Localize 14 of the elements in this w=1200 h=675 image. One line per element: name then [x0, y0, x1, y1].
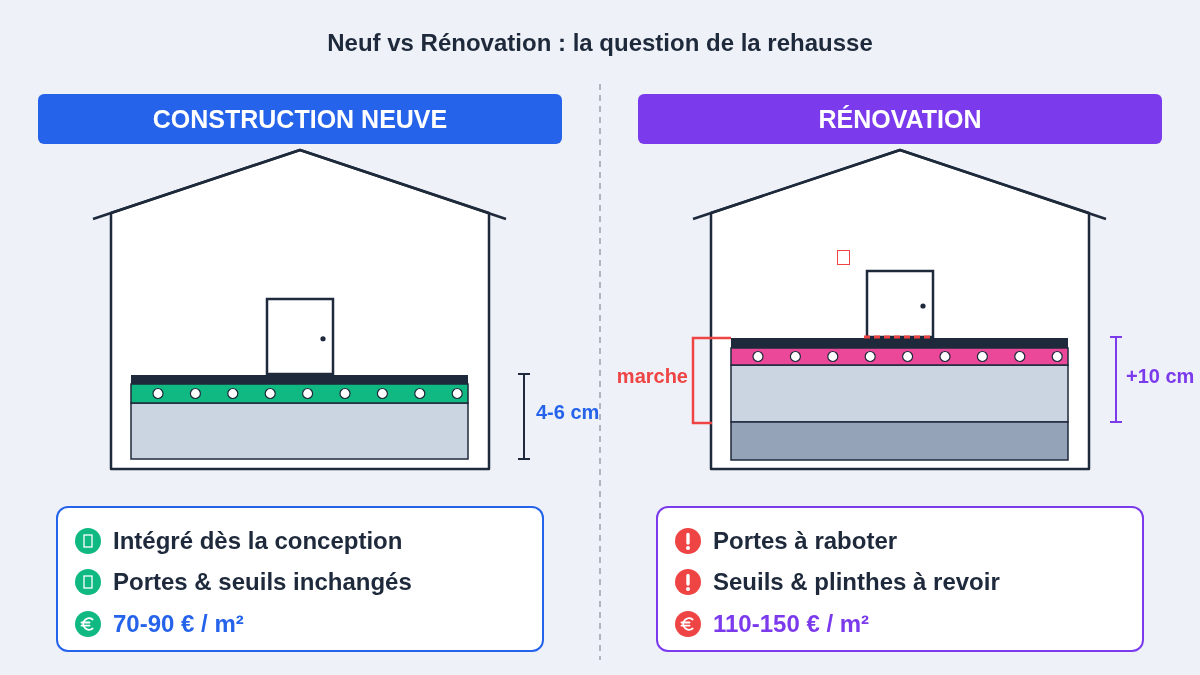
info-card	[656, 506, 1144, 652]
dimension-label: 4-6 cm	[536, 401, 600, 423]
list-item-text: Portes & seuils inchangés	[113, 568, 412, 597]
list-item-text: Portes à raboter	[713, 526, 898, 555]
list-item-text: Seuils & plinthes à revoir	[713, 568, 1000, 597]
list-item-text: Intégré dès la conception	[113, 526, 403, 555]
price-text: 70-90 € / m²	[113, 609, 244, 638]
section-header: CONSTRUCTION NEUVE	[38, 94, 562, 144]
dimension-label: +10 cm	[1126, 365, 1195, 387]
diagram-title: Neuf vs Rénovation : la question de la rehausse	[327, 28, 873, 57]
info-card	[56, 506, 544, 652]
bracket-label: marche	[616, 365, 688, 387]
price-text: 110-150 € / m²	[713, 609, 870, 638]
section-header: RÉNOVATION	[638, 94, 1162, 144]
